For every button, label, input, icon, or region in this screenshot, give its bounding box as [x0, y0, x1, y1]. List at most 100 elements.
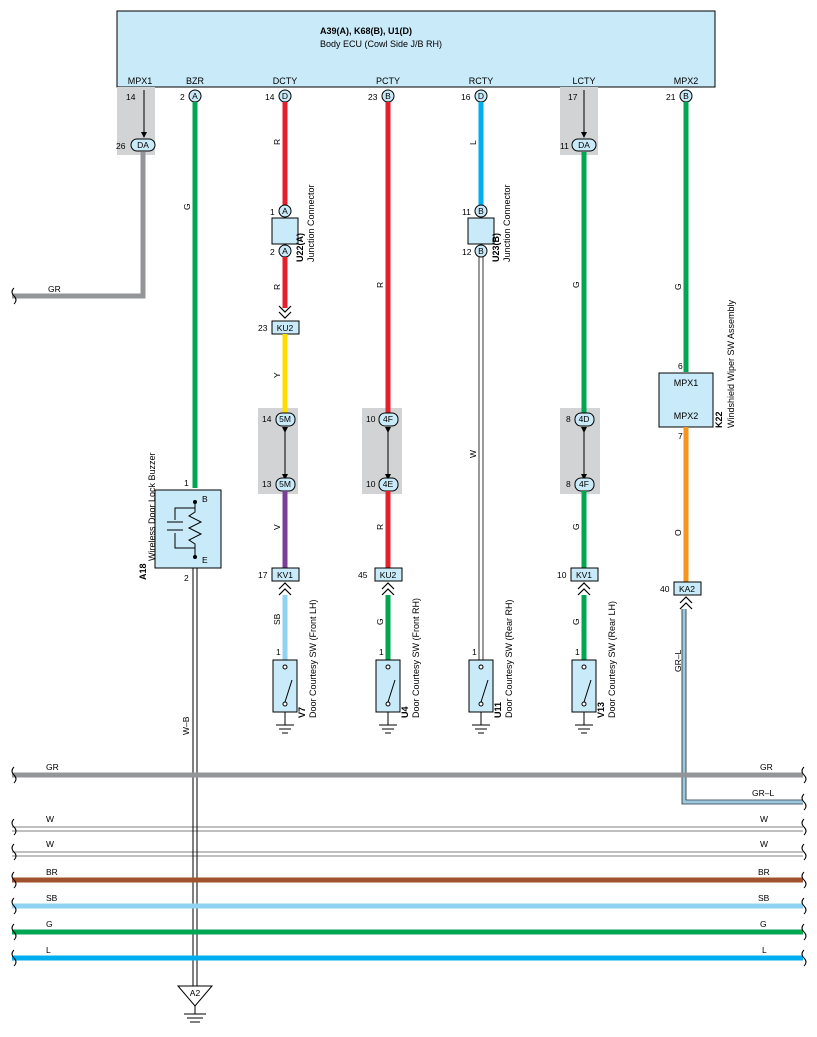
rcty-circuit: 16 D L 11 B B 12 U23(B) Junction Connect… [461, 89, 512, 660]
conn-letter: A [282, 206, 288, 216]
pin-label: 1 [575, 647, 580, 657]
ecu-terminal-rcty: RCTY [469, 76, 494, 86]
pin-label: 45 [358, 570, 368, 580]
pin-label: 26 [116, 141, 126, 151]
bus-label: L [46, 945, 51, 955]
pin-label: 11 [560, 141, 569, 151]
wire-code-grl: GR–L [673, 650, 683, 672]
wire-code: G [182, 203, 192, 210]
pin-label: 21 [666, 92, 676, 102]
connector-da: DA [137, 140, 149, 150]
switch-v13-id: V13 [596, 702, 606, 718]
junction-u22 [271, 217, 299, 245]
pin-label: 13 [262, 479, 272, 489]
dcty-circuit: 14 D R 1 A A 2 U22(A) Junction Connector… [258, 89, 316, 660]
pin-label: 11 [462, 207, 471, 217]
junction-u23-id: U23(B) [491, 233, 501, 262]
wire-code-wb: W–B [181, 716, 191, 735]
buzzer-name: Wireless Door Lock Buzzer [147, 452, 157, 561]
mpx2-circuit: 21 B G 6 MPX1 MPX2 K22 Windshield Wiper … [658, 89, 803, 805]
pin-label: 2 [180, 92, 185, 102]
conn-letter: A [192, 91, 198, 101]
mpx1-circuit: 14 DA 26 GR [12, 90, 156, 299]
wire-code: G [571, 618, 581, 625]
pin-label: 1 [379, 647, 384, 657]
pin-label: 17 [568, 92, 578, 102]
wire-code-gr: GR [48, 284, 61, 294]
switch-u11-id: U11 [493, 702, 503, 718]
pin-label: 8 [566, 414, 571, 424]
pin-label: 14 [262, 414, 272, 424]
pin-label: 14 [126, 92, 136, 102]
switch-u4-id: U4 [400, 706, 410, 718]
conn-label: KV1 [277, 570, 293, 580]
bus-lines: GR GR GR–L W W W W BR BR SB SB G G L L [11, 287, 807, 967]
wire-code: R [272, 139, 282, 145]
switch-v13: V13 Door Courtesy SW (Rear LH) [571, 601, 617, 734]
switch-v13-name: Door Courtesy SW (Rear LH) [607, 601, 617, 718]
switch-v7-id: V7 [297, 707, 307, 718]
pin-label: 16 [461, 92, 471, 102]
wire-code: SB [272, 613, 282, 625]
bus-label: SB [758, 893, 770, 903]
conn-label: 4F [383, 414, 393, 424]
wiper-terminal: MPX1 [674, 378, 699, 388]
switch-u11: U11 Door Courtesy SW (Rear RH) [468, 599, 514, 734]
conn-letter: A [282, 246, 288, 256]
bus-label: G [46, 919, 53, 929]
wiper-name: Windshield Wiper SW Assembly [726, 299, 736, 428]
wire-code: L [468, 140, 478, 145]
body-ecu: A39(A), K68(B), U1(D) Body ECU (Cowl Sid… [116, 10, 716, 88]
conn-label: KA2 [679, 584, 695, 594]
wiper-terminal: MPX2 [674, 411, 699, 421]
switch-v7: V7 Door Courtesy SW (Front LH) [272, 599, 318, 734]
wire-code: R [272, 284, 282, 290]
pin-label: 6 [678, 361, 683, 371]
pin-label: 2 [270, 247, 275, 257]
switch-u4-name: Door Courtesy SW (Front RH) [411, 598, 421, 718]
wire-code: O [673, 529, 683, 536]
wire-code: G [375, 618, 385, 625]
conn-label: 4E [383, 479, 394, 489]
bus-label: GR [760, 762, 773, 772]
pin-label: 10 [366, 414, 376, 424]
conn-letter: B [683, 91, 689, 101]
wire-code: G [571, 523, 581, 530]
wire-code: G [571, 281, 581, 288]
pin-label: 23 [258, 323, 268, 333]
pin-label: 10 [366, 479, 376, 489]
ecu-terminal-pcty: PCTY [376, 76, 400, 86]
ecu-terminal-mpx1: MPX1 [128, 76, 153, 86]
conn-label: DA [578, 140, 590, 150]
junction-u22-name: Junction Connector [306, 184, 316, 262]
buzzer-id: A18 [138, 563, 148, 580]
pin-label: 2 [184, 573, 189, 583]
buzzer-pin-b: B [202, 494, 208, 504]
junction-u22-id: U22(A) [295, 233, 305, 262]
pin-label: 1 [270, 207, 275, 217]
ecu-terminal-bzr: BZR [186, 76, 205, 86]
ground-a2: A2 [190, 988, 201, 998]
bus-label: W [46, 839, 54, 849]
wire-code: R [375, 282, 385, 288]
switch-v7-name: Door Courtesy SW (Front LH) [308, 599, 318, 718]
conn-letter: B [478, 206, 484, 216]
switch-u11-name: Door Courtesy SW (Rear RH) [504, 599, 514, 718]
wire-code: G [673, 283, 683, 290]
pcty-circuit: 23 B R 10 4F 10 4E R 45 KU2 G 1 [358, 89, 403, 660]
bus-label: SB [46, 893, 58, 903]
pin-label: 1 [184, 478, 189, 488]
conn-label: KU2 [380, 570, 397, 580]
bus-label: W [760, 839, 768, 849]
conn-letter: D [478, 91, 484, 101]
ecu-terminal-dcty: DCTY [273, 76, 298, 86]
wiper-id: K22 [714, 411, 724, 428]
buzzer-box [154, 489, 222, 569]
bus-label: W [760, 814, 768, 824]
pin-label: 23 [368, 92, 378, 102]
pin-label: 10 [557, 570, 567, 580]
wire-code: Y [272, 372, 282, 378]
wire-code: V [272, 524, 282, 530]
conn-label: 5M [279, 479, 291, 489]
